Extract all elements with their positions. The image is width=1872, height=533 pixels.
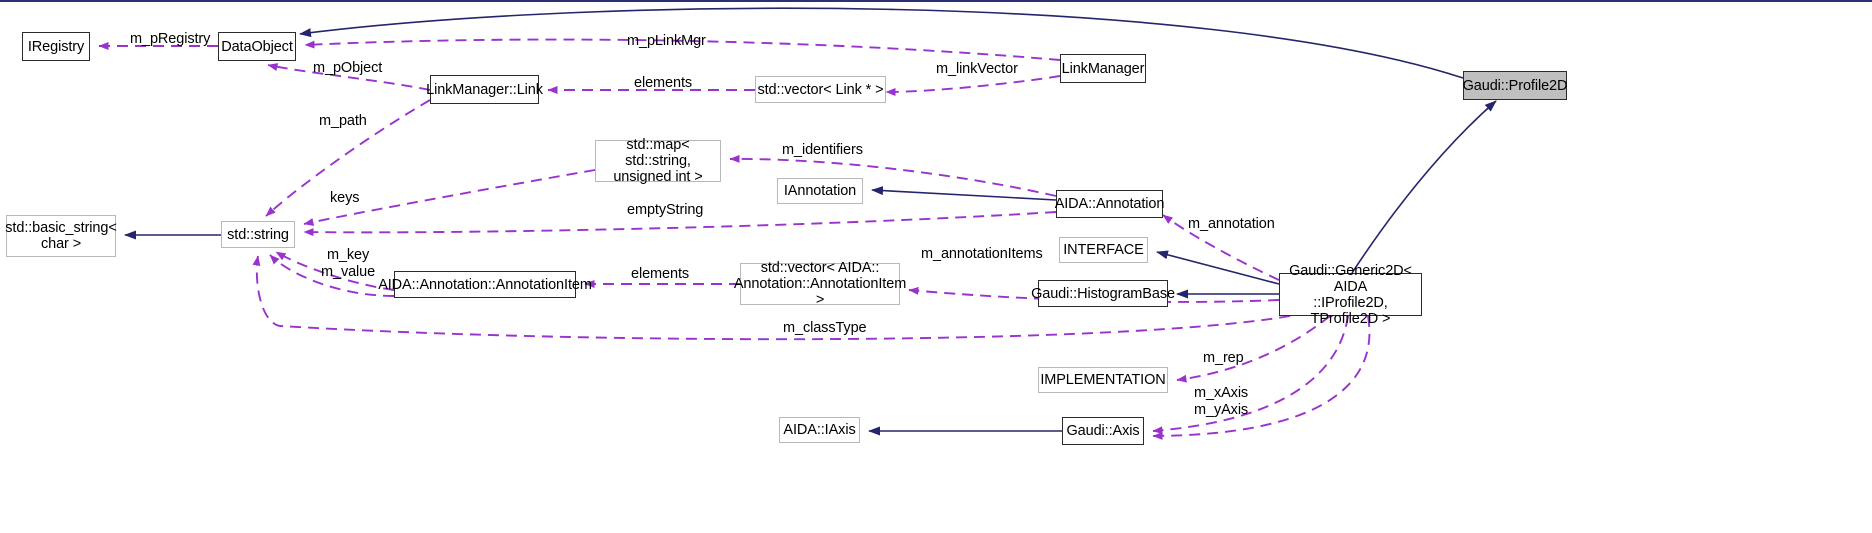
edge-generic2d-to-stdstring-m_classType (252, 255, 1291, 341)
edge-label-m-annotationitems: m_annotationItems (921, 246, 1043, 262)
edge-label-m-linkvector: m_linkVector (936, 61, 1018, 77)
edge-annotationitem-to-stdstring-m_key (275, 251, 395, 291)
node-iregistry[interactable]: IRegistry (22, 32, 90, 61)
edge-vectorlink-to-linkmanager-m_linkVector (885, 75, 1061, 96)
edge-label-m-plinkmgr: m_pLinkMgr (627, 33, 706, 49)
edge-label-emptystring: emptyString (627, 202, 704, 218)
edge-linkmanagerlink-to-dataobject-m_pObject (267, 63, 431, 91)
node-iannotation[interactable]: IAnnotation (777, 178, 863, 204)
node-implementation[interactable]: IMPLEMENTATION (1038, 367, 1168, 393)
edge-linkmanager-to-dataobject-m_pLinkMgr (304, 38, 1061, 61)
node-gaudi-axis[interactable]: Gaudi::Axis (1062, 417, 1144, 445)
edge-label-elements-annotationitem: elements (631, 266, 690, 282)
node-std-vector-link-ptr[interactable]: std::vector< Link * > (755, 76, 886, 103)
edge-label-m-rep: m_rep (1203, 350, 1244, 366)
edge-annotationitem-to-stdstring-m_value (269, 254, 395, 297)
node-aida-iaxis[interactable]: AIDA::IAxis (779, 417, 860, 443)
node-std-map-string-uint[interactable]: std::map< std::string, unsigned int > (595, 137, 721, 185)
edge-label-m-xaxis-m-yaxis: m_xAxis m_yAxis (1194, 385, 1249, 418)
node-gaudi-histogrambase[interactable]: Gaudi::HistogramBase (1031, 280, 1175, 307)
edge-label-m-annotation: m_annotation (1188, 216, 1275, 232)
node-linkmanager-link[interactable]: LinkManager::Link (426, 75, 543, 104)
node-std-vector-annotationitem[interactable]: std::vector< AIDA:: Annotation::Annotati… (733, 260, 907, 308)
edge-label-m-path: m_path (319, 113, 367, 129)
edge-generic2d-to-gaudiaxis-m_xAxis (1152, 315, 1349, 435)
edge-label-m-pregistry: m_pRegistry (130, 31, 211, 47)
edge-label-m-key-m-value: m_key m_value (321, 247, 376, 280)
edge-generic2d-to-gaudiaxis-m_yAxis (1152, 315, 1371, 440)
edge-label-m-classtype: m_classType (783, 320, 867, 336)
node-gaudi-profile2d[interactable]: Gaudi::Profile2D (1463, 71, 1568, 100)
node-dataobject[interactable]: DataObject (218, 32, 296, 61)
edge-label-m-identifiers: m_identifiers (782, 142, 863, 158)
edge-aidaannotation-to-map-m_identifiers (729, 154, 1057, 197)
edge-linkmanagerlink-to-stdstring-m_path (265, 99, 431, 217)
edge-label-m-pobject: m_pObject (313, 60, 383, 76)
node-linkmanager[interactable]: LinkManager (1060, 54, 1146, 83)
edge-label-elements-link: elements (634, 75, 693, 91)
inheritance-edges (124, 7, 1497, 436)
edge-aidaannotation-to-iannotation (871, 186, 1057, 201)
node-std-basic-string-char[interactable]: std::basic_string< char > (5, 215, 117, 257)
node-interface[interactable]: INTERFACE (1059, 237, 1148, 263)
edge-generic2d-to-interface (1156, 250, 1280, 285)
node-std-string[interactable]: std::string (221, 221, 295, 248)
edge-label-keys: keys (330, 190, 360, 206)
edge-generic2d-to-profile2d (1351, 100, 1497, 274)
node-aida-annotation[interactable]: AIDA::Annotation (1055, 190, 1164, 218)
window-top-border (0, 0, 1872, 2)
edge-profile2d-to-dataobject (299, 7, 1464, 79)
node-gaudi-generic2d[interactable]: Gaudi::Generic2D< AIDA ::IProfile2D, TPr… (1279, 263, 1422, 327)
edge-map-to-stdstring-keys (303, 169, 596, 226)
edge-aidaannotation-to-stdstring-emptyString (303, 211, 1057, 237)
node-aida-annotation-annotationitem[interactable]: AIDA::Annotation::AnnotationItem (378, 271, 592, 298)
